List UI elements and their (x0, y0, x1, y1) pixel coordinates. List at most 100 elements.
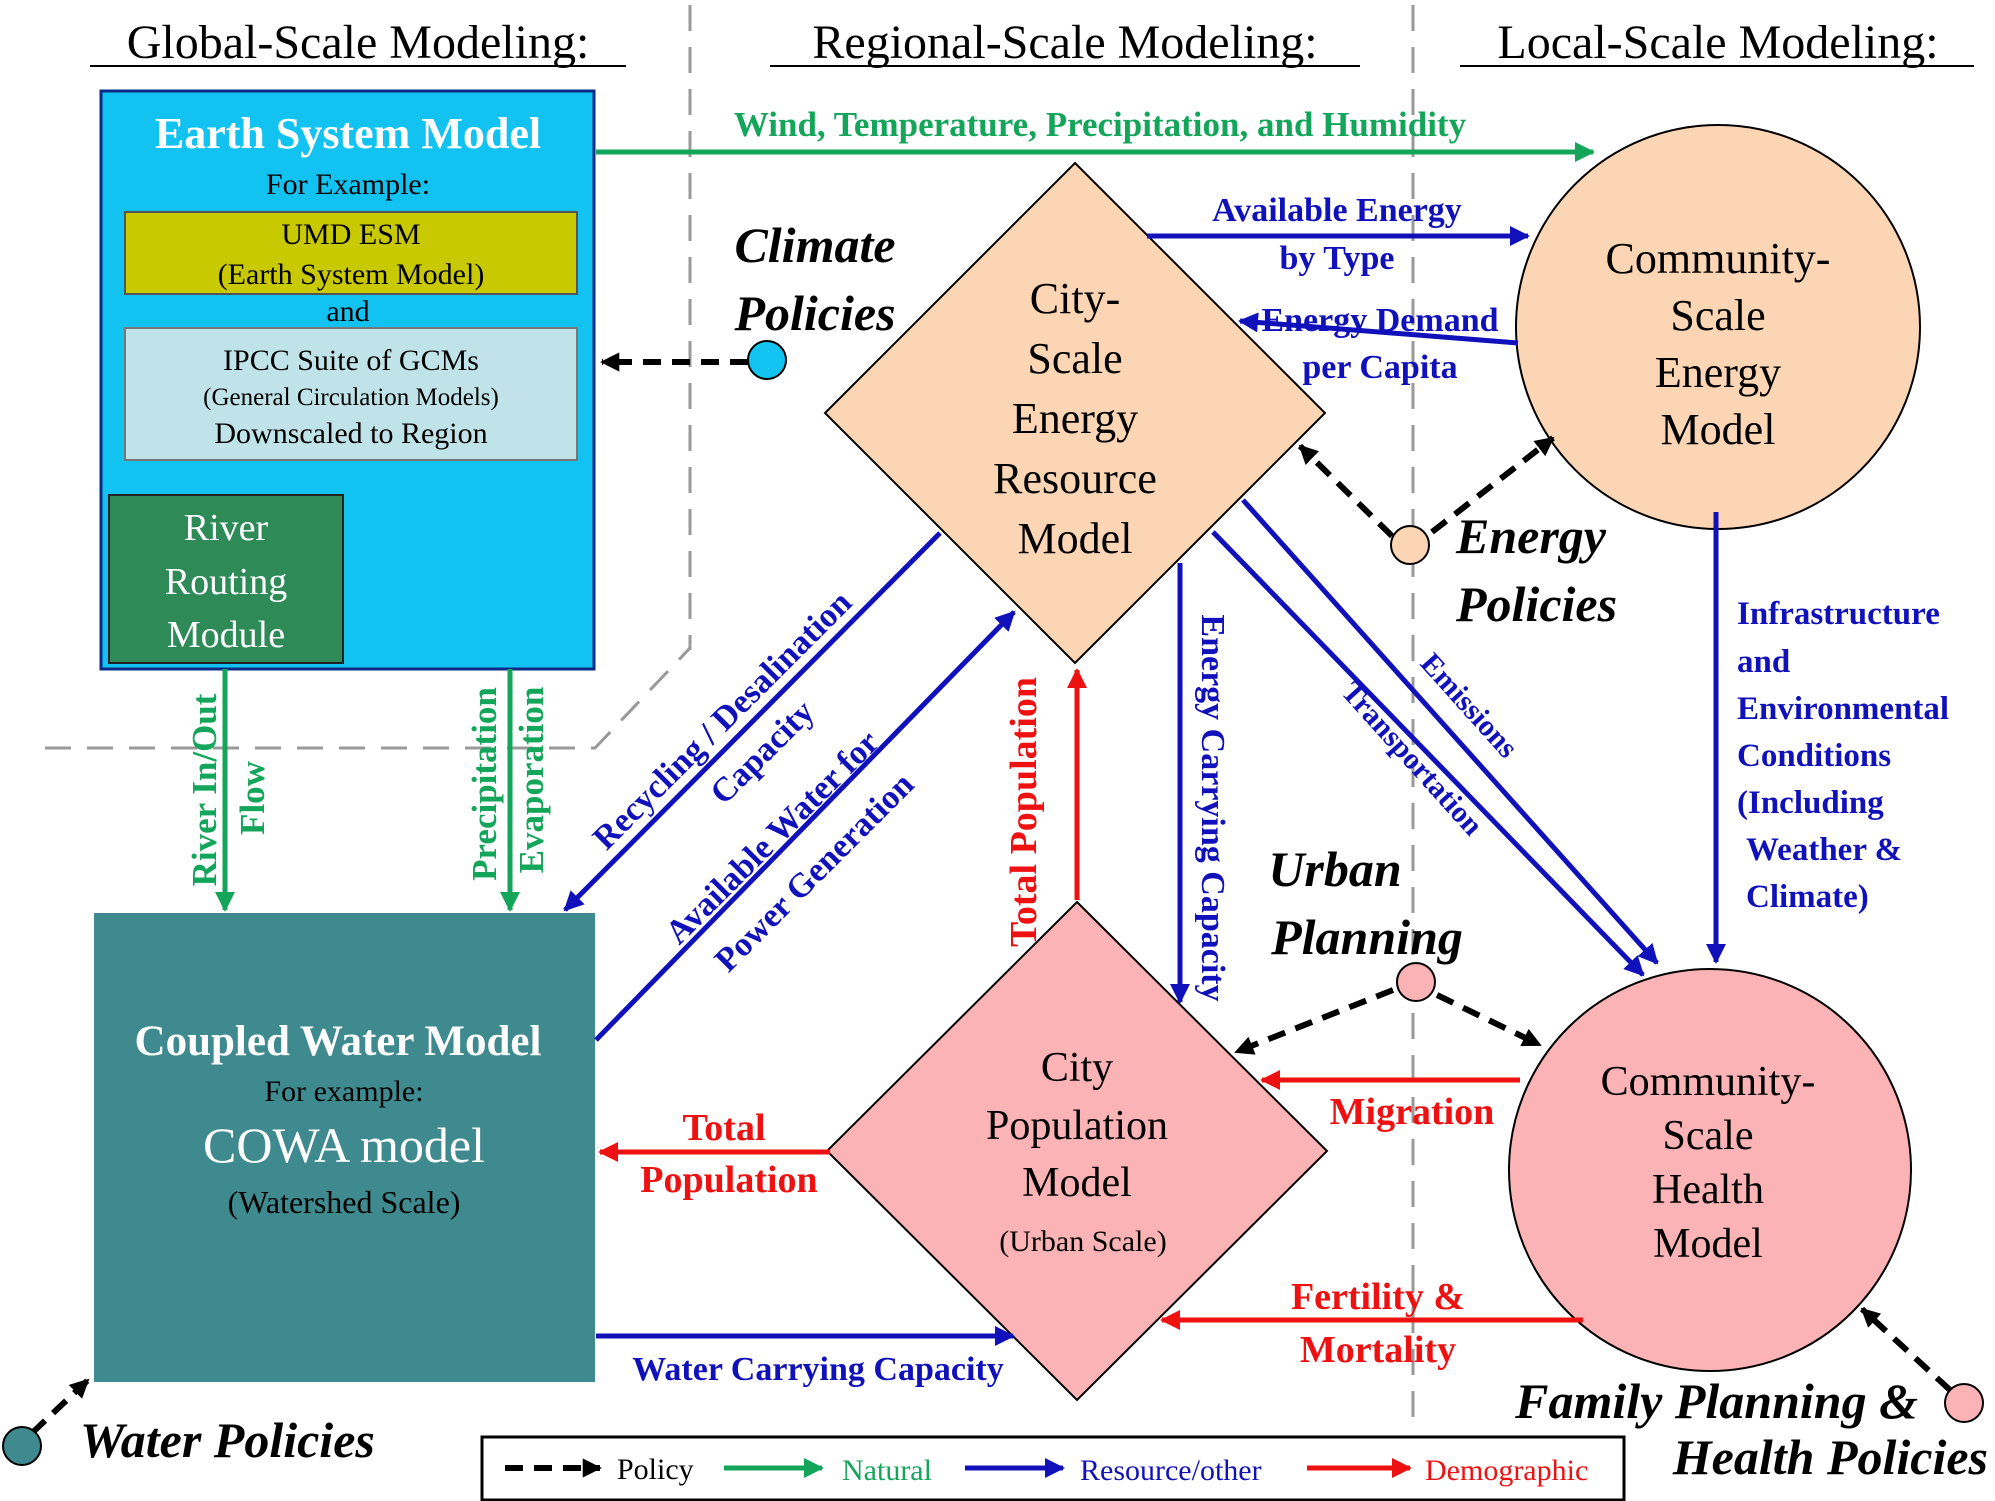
community-energy-l2: Scale (1670, 291, 1765, 340)
legend-natural-label: Natural (842, 1454, 932, 1487)
population-l3: Model (1022, 1160, 1132, 1206)
energy-policies-label-l1: Energy (1455, 508, 1607, 564)
river-routing-l1: River (184, 507, 269, 549)
community-energy-l1: Community- (1606, 234, 1831, 283)
population-l4: (Urban Scale) (999, 1225, 1166, 1258)
infrastructure-label-l7: Climate) (1746, 879, 1869, 915)
city-population-model: City Population Model (Urban Scale) (825, 900, 1329, 1402)
evap-label: Evaporation (512, 687, 551, 874)
natural-flows (215, 142, 1595, 912)
energy-demand-label-l2: per Capita (1302, 349, 1457, 386)
fertility-label-l1: Fertility & (1291, 1276, 1465, 1318)
ipcc-gcm-box (124, 327, 578, 461)
energy-policy-dot (1390, 525, 1430, 565)
header-regional: Regional-Scale Modeling: (812, 16, 1317, 69)
urban-planning-arrow-right (1435, 992, 1542, 1048)
transportation-arrow (1211, 530, 1645, 977)
scale-dividers (45, 5, 1415, 1430)
infrastructure-label-l1: Infrastructure (1737, 596, 1940, 632)
policy-arrows (29, 352, 1953, 1436)
water-policy-arrow (29, 1377, 91, 1436)
available-water-arrow (594, 610, 1016, 1042)
total-population-label-l1: Total (682, 1107, 765, 1149)
community-energy-l4: Model (1661, 405, 1776, 454)
precip-label: Precipitation (465, 687, 504, 881)
demographic-flows (598, 668, 1583, 1330)
energy-resource-l5: Model (1018, 514, 1133, 563)
infrastructure-label-l5: (Including (1737, 785, 1884, 821)
climate-policies-label-l1: Climate (734, 217, 895, 273)
urban-planning-arrow-left (1234, 987, 1395, 1055)
total-population-label-l2: Population (640, 1159, 817, 1201)
population-l1: City (1041, 1045, 1113, 1091)
river-routing-box (108, 494, 344, 664)
energy-resource-l4: Resource (993, 454, 1157, 503)
energy-demand-label-l1: Energy Demand (1261, 302, 1498, 339)
river-routing-l3: Module (167, 614, 285, 656)
water-policy-dot (2, 1426, 42, 1466)
energy-policy-arrow-right (1430, 435, 1555, 535)
community-energy-l3: Energy (1655, 348, 1781, 397)
scale-headers: Global-Scale Modeling: Regional-Scale Mo… (90, 16, 1974, 69)
ipcc-label: IPCC Suite of GCMs (223, 344, 479, 377)
community-health-model: Community- Scale Health Model (1508, 968, 1912, 1372)
river-flow-label-l2: Flow (233, 760, 272, 835)
coupled-water-model: Coupled Water Model For example: COWA mo… (94, 913, 595, 1382)
family-policy-dot (1944, 1383, 1984, 1423)
climate-policies-label-l2: Policies (733, 285, 895, 341)
community-health-l1: Community- (1601, 1059, 1816, 1105)
population-l2: Population (986, 1103, 1168, 1149)
urban-planning-label-l1: Urban (1268, 841, 1401, 897)
community-health-l2: Scale (1663, 1113, 1754, 1159)
water-model-name: COWA model (203, 1117, 485, 1173)
energy-policy-arrow-left (1297, 443, 1395, 539)
legend-demographic-label: Demographic (1425, 1454, 1588, 1487)
wind-label: Wind, Temperature, Precipitation, and Hu… (734, 105, 1467, 144)
urban-planning-label-l2: Planning (1270, 909, 1463, 965)
water-model-scale: (Watershed Scale) (228, 1184, 461, 1220)
community-health-l4: Model (1653, 1221, 1763, 1267)
urban-planning-dot (1396, 962, 1436, 1002)
header-local: Local-Scale Modeling: (1497, 16, 1938, 69)
umd-esm-sublabel: (Earth System Model) (218, 258, 485, 291)
emissions-label: Emissions (1414, 647, 1524, 764)
infrastructure-label-l4: Conditions (1737, 738, 1891, 774)
water-policies-label: Water Policies (80, 1412, 375, 1468)
earth-system-model: Earth System Model For Example: UMD ESM … (99, 89, 596, 671)
family-policies-label-l1: Family Planning & (1514, 1373, 1918, 1429)
ipcc-sublabel: (General Circulation Models) (203, 384, 499, 411)
umd-esm-box (124, 211, 578, 295)
city-energy-resource-model: City- Scale Energy Resource Model (823, 161, 1327, 665)
migration-label: Migration (1330, 1091, 1495, 1133)
energy-resource-l1: City- (1030, 274, 1120, 323)
recycling-arrow (563, 531, 942, 912)
available-energy-label-l1: Available Energy (1212, 192, 1462, 229)
energy-resource-l3: Energy (1012, 394, 1138, 443)
legend-resource-label: Resource/other (1080, 1454, 1262, 1487)
available-energy-label-l2: by Type (1280, 240, 1395, 277)
divider-global-bottom (45, 646, 692, 750)
fertility-label-l2: Mortality (1300, 1329, 1456, 1371)
umd-esm-label: UMD ESM (281, 218, 420, 251)
community-health-l3: Health (1652, 1167, 1764, 1213)
resource-flows (563, 226, 1726, 1346)
infrastructure-label-l6: Weather & (1746, 832, 1902, 868)
legend: Policy Natural Resource/other Demographi… (480, 1435, 1626, 1501)
infrastructure-label-l3: Environmental (1737, 691, 1949, 727)
water-model-for-example: For example: (264, 1075, 423, 1108)
energy-policies-label-l2: Policies (1455, 576, 1617, 632)
energy-resource-l2: Scale (1027, 334, 1122, 383)
water-carrying-label: Water Carrying Capacity (632, 1351, 1003, 1388)
water-model-title: Coupled Water Model (135, 1018, 542, 1065)
family-policy-arrow (1859, 1306, 1953, 1393)
river-routing-l2: Routing (165, 561, 287, 603)
community-energy-model: Community- Scale Energy Model (1515, 124, 1921, 530)
header-global: Global-Scale Modeling: (127, 16, 590, 69)
esm-and: and (326, 295, 369, 328)
ipcc-downscaled: Downscaled to Region (214, 417, 487, 450)
esm-for-example: For Example: (266, 168, 430, 201)
energy-carrying-label: Energy Carrying Capacity (1194, 614, 1231, 1001)
total-population-vertical-label: Total Population (1003, 677, 1045, 947)
family-policies-label-l2: Health Policies (1672, 1429, 1988, 1485)
